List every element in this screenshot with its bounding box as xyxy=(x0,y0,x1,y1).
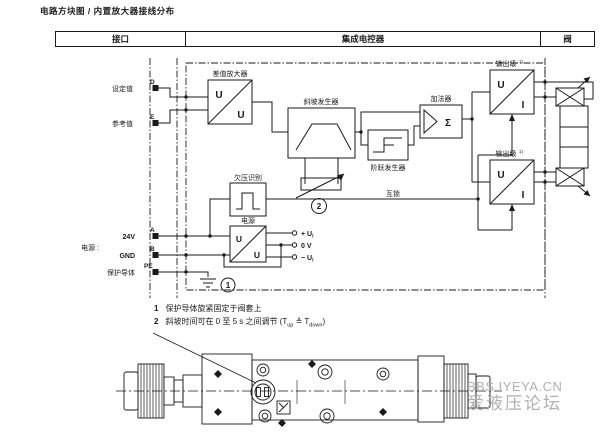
amp-u-bottom: U xyxy=(237,110,244,121)
reference-label: 参考值 xyxy=(112,119,133,128)
output-stage-bottom-label: 输出级 xyxy=(496,149,517,158)
supply-arrowheads xyxy=(509,114,515,211)
pwr-u-bottom: U xyxy=(254,250,260,260)
undervoltage-label: 欠压识别 xyxy=(234,173,262,182)
output-stage-bottom-sup: 1) xyxy=(519,149,524,154)
ramp-generator-box xyxy=(287,107,356,159)
diff-amplifier-box xyxy=(207,79,253,125)
outbot-u: U xyxy=(497,170,504,181)
column-header-table: 接口 集成电控器 阀 xyxy=(55,31,595,47)
step-generator-label: 阶跃发生器 xyxy=(371,163,406,172)
adder-label: 加法器 xyxy=(431,94,452,103)
power-wires xyxy=(158,118,513,277)
diff-amplifier-label: 差值放大器 xyxy=(213,69,248,78)
callout-2-number: 2 xyxy=(317,202,322,211)
gnd-label: GND xyxy=(119,253,135,260)
valve-drawing xyxy=(116,332,502,427)
knurl-right xyxy=(446,364,466,418)
terminal-e-label: E xyxy=(150,114,155,121)
interlock-label: 互锁 xyxy=(386,189,400,198)
output-stage-top-box xyxy=(489,69,535,115)
v24-label: 24V xyxy=(123,234,136,241)
knurl-left xyxy=(140,364,163,418)
diagram-labels: 设定值 参考值 电源 : 24V GND 保护导体 D E A B PE 差值放… xyxy=(81,59,525,290)
outtop-u: U xyxy=(497,80,504,91)
terminal-a-label: A xyxy=(150,227,155,234)
setpoint-label: 设定值 xyxy=(112,84,133,93)
power-unit-label: 电源 xyxy=(241,216,255,225)
ground-symbol xyxy=(200,277,236,293)
output-minus-ui: − Ui xyxy=(301,255,314,264)
terminal-d-label: D xyxy=(150,79,155,86)
power-unit-box xyxy=(229,225,267,263)
amp-u-top: U xyxy=(215,90,222,101)
header-cell-electronics: 集成电控器 xyxy=(341,34,385,44)
valve-symbol xyxy=(555,76,591,197)
header-cell-interface: 接口 xyxy=(56,32,186,46)
watermark-forum-name: 爱液压论坛 xyxy=(467,394,562,413)
ramp-generator-label: 斜坡发生器 xyxy=(304,97,339,106)
callout-1-number: 1 xyxy=(226,281,231,290)
diamond-screws xyxy=(214,360,387,427)
sigma-symbol: Σ xyxy=(445,118,451,129)
adder-box xyxy=(419,104,463,139)
callout-2-circle xyxy=(311,198,327,214)
terminal-pe-label: PE xyxy=(144,263,153,270)
outbot-i: I xyxy=(522,190,525,201)
header-cell-valve: 阀 xyxy=(540,32,594,46)
terminal-b-label: B xyxy=(150,246,155,253)
junction-dots xyxy=(184,80,547,274)
page-title: 电路方块图 / 内置放大器接线分布 xyxy=(40,6,175,16)
watermark-url: BBS.IYEYA.CN xyxy=(467,379,563,394)
screw-bosses xyxy=(256,363,390,424)
outtop-i: I xyxy=(522,100,525,111)
pwr-u-top: U xyxy=(236,234,242,244)
ramp-time-potentiometer xyxy=(295,158,345,199)
step-generator-box xyxy=(367,129,409,161)
interface-boundary-lines xyxy=(149,58,546,298)
output-0v: 0 V xyxy=(301,243,312,250)
output-stage-bottom-box xyxy=(489,159,535,205)
protective-conductor-label: 保护导体 xyxy=(107,268,135,277)
output-stage-top-label: 输出级 xyxy=(496,59,517,68)
connector-port xyxy=(250,379,276,405)
supply-output-terminals xyxy=(291,230,298,260)
undervoltage-detection-box xyxy=(229,182,267,217)
watermark: BBS.IYEYA.CN 爱液压论坛 xyxy=(467,380,562,412)
supply-label: 电源 : xyxy=(81,243,99,252)
valve-marking-square xyxy=(276,400,291,415)
output-stage-top-sup: 1) xyxy=(519,59,524,64)
output-plus-ui: + Ui xyxy=(301,231,314,240)
